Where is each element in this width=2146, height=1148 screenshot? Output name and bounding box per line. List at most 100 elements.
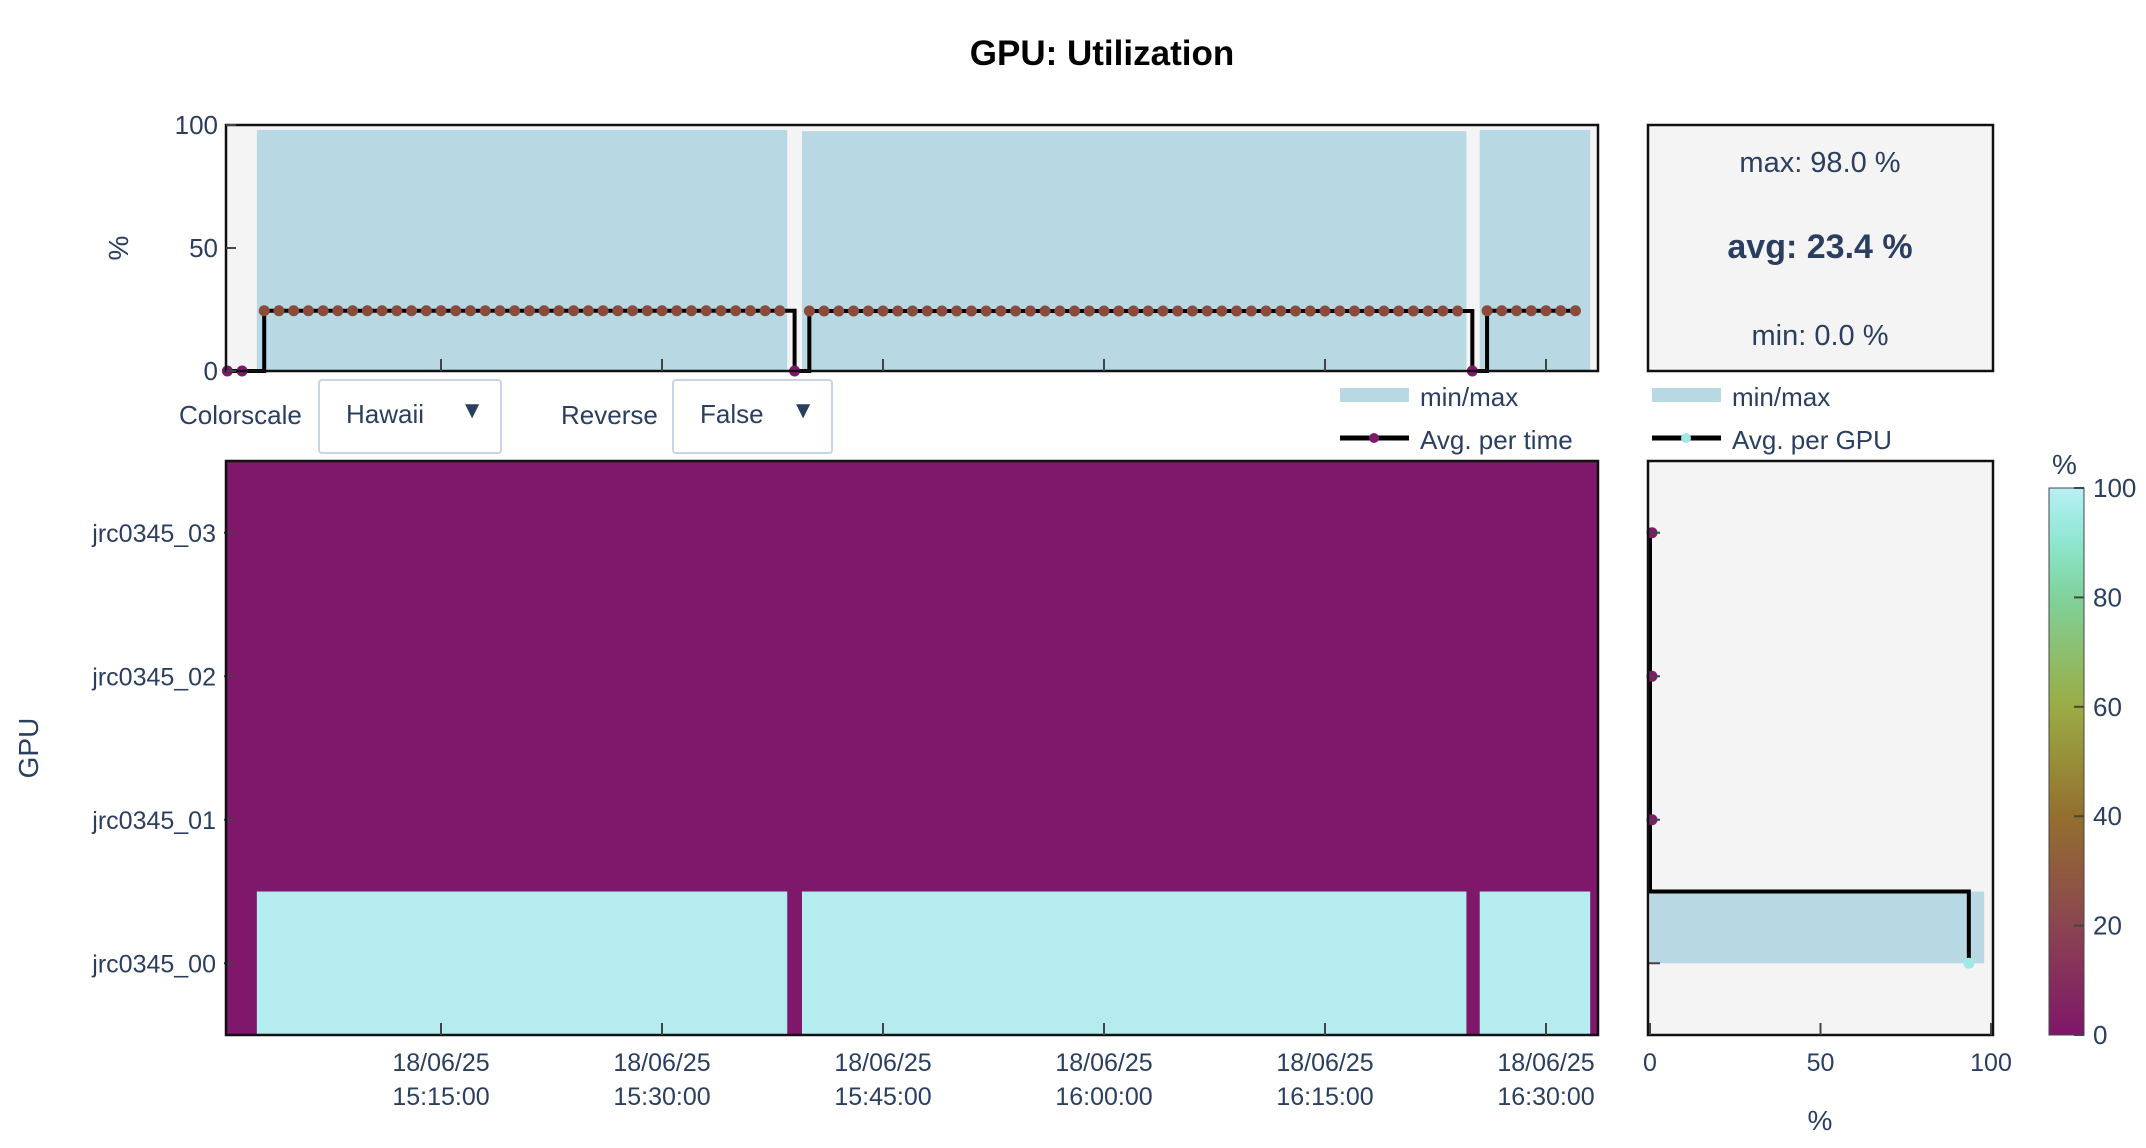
avg-per-time-point [1201, 305, 1213, 317]
avg-per-time-point [1363, 305, 1375, 317]
avg-per-time-point [818, 305, 830, 317]
minmax-area-1 [801, 131, 1467, 371]
avg-per-time-point [744, 305, 756, 317]
avg-per-time-point [1054, 305, 1066, 317]
stat-max: max: 98.0 % [1739, 147, 1900, 179]
avg-per-time-point [1393, 305, 1405, 317]
colorbar-tick-label: 0 [2093, 1020, 2107, 1050]
legend-time-minmax[interactable]: min/max [1420, 382, 1518, 412]
y-tick-label: 50 [189, 233, 218, 263]
avg-per-time-point [509, 305, 521, 317]
avg-per-time-point [479, 305, 491, 317]
legend-time-avg[interactable]: Avg. per time [1420, 425, 1573, 455]
avg-per-time-point [612, 305, 624, 317]
gpu-minmax-bar [1650, 891, 1985, 964]
colorscale-value: Hawaii [346, 399, 425, 429]
avg-per-time-point [1452, 305, 1464, 317]
heatmap-cell [256, 891, 788, 1035]
stats-box [1646, 123, 1995, 373]
avg-per-time-point [730, 305, 742, 317]
avg-per-time-point [1039, 305, 1051, 317]
avg-per-time-point [685, 305, 697, 317]
stat-min: min: 0.0 % [1752, 320, 1889, 352]
colorbar-tick-label: 100 [2093, 473, 2136, 503]
avg-per-time-point [656, 305, 668, 317]
avg-per-time-point [273, 305, 285, 317]
avg-per-time-point [332, 305, 344, 317]
minmax-area-2 [1479, 129, 1591, 371]
x-tick-time: 16:15:00 [1276, 1083, 1373, 1111]
avg-per-time-point [568, 305, 580, 317]
reverse-dropdown[interactable]: False ▼ [672, 379, 833, 454]
avg-per-gpu-point [1963, 957, 1975, 969]
avg-per-time-point [641, 305, 653, 317]
avg-per-time-point [906, 305, 918, 317]
avg-per-time-point [803, 305, 815, 317]
avg-per-time-point [1010, 305, 1022, 317]
avg-per-time-point [1083, 305, 1095, 317]
avg-per-time-point [965, 305, 977, 317]
legend-time-minmax-swatch [1340, 388, 1409, 402]
x-tick-time: 16:30:00 [1497, 1083, 1594, 1111]
x-tick-date: 18/06/25 [1276, 1049, 1373, 1077]
avg-per-time-point [1098, 305, 1110, 317]
avg-per-time-point [1407, 305, 1419, 317]
avg-per-time-point [391, 305, 403, 317]
colorbar-title: % [2052, 449, 2077, 480]
x-tick-date: 18/06/25 [1497, 1049, 1594, 1077]
bar-x-axis-title: % [1808, 1105, 1833, 1136]
avg-per-time-point [450, 305, 462, 317]
avg-per-time-point [420, 305, 432, 317]
avg-per-time-point [1024, 305, 1036, 317]
avg-per-time-point [1511, 305, 1523, 317]
avg-per-time-point [774, 305, 786, 317]
avg-per-time-point [1231, 305, 1243, 317]
colorbar-tick-label: 80 [2093, 582, 2122, 612]
avg-per-time-point [1260, 305, 1272, 317]
avg-per-time-point [1275, 305, 1287, 317]
x-tick-label: 50 [1807, 1049, 1835, 1077]
avg-per-time-point [582, 305, 594, 317]
reverse-label: Reverse [561, 400, 658, 430]
avg-per-time-point [1496, 305, 1508, 317]
avg-per-time-point [1481, 305, 1493, 317]
avg-per-time-point [406, 305, 418, 317]
stat-avg: avg: 23.4 % [1727, 228, 1912, 266]
avg-per-time-point [1113, 305, 1125, 317]
chevron-down-icon: ▼ [791, 397, 815, 424]
avg-per-time-point [288, 305, 300, 317]
avg-per-time-point [464, 305, 476, 317]
avg-per-time-point [921, 305, 933, 317]
avg-per-time-point [1245, 305, 1257, 317]
x-tick-date: 18/06/25 [613, 1049, 710, 1077]
legend-gpu-avg[interactable]: Avg. per GPU [1732, 425, 1892, 455]
avg-per-time-point [1157, 305, 1169, 317]
avg-per-time-point [1319, 305, 1331, 317]
chevron-down-icon: ▼ [460, 397, 484, 424]
avg-per-time-point [553, 305, 565, 317]
minmax-area-0 [256, 129, 788, 371]
avg-per-time-point [1437, 305, 1449, 317]
avg-per-time-point [317, 305, 329, 317]
avg-per-time-point [435, 305, 447, 317]
chart-title: GPU: Utilization [970, 34, 1234, 73]
colorscale-dropdown[interactable]: Hawaii ▼ [318, 379, 502, 454]
avg-per-time-point [715, 305, 727, 317]
heatmap-y-axis-title: GPU [13, 718, 44, 779]
y-tick-label: 0 [204, 356, 218, 386]
x-tick-date: 18/06/25 [1055, 1049, 1152, 1077]
heatmap-row-label: jrc0345_00 [91, 950, 216, 978]
heatmap-cell [1479, 891, 1591, 1035]
avg-per-time-point [1334, 305, 1346, 317]
avg-per-time-point [1378, 305, 1390, 317]
avg-per-time-point [862, 305, 874, 317]
avg-per-time-point [951, 305, 963, 317]
avg-per-time-point [980, 305, 992, 317]
avg-per-time-point [1555, 305, 1567, 317]
x-tick-date: 18/06/25 [392, 1049, 489, 1077]
legend-gpu-minmax[interactable]: min/max [1732, 382, 1830, 412]
x-tick-label: 0 [1643, 1049, 1657, 1077]
x-tick-label: 100 [1970, 1049, 2012, 1077]
